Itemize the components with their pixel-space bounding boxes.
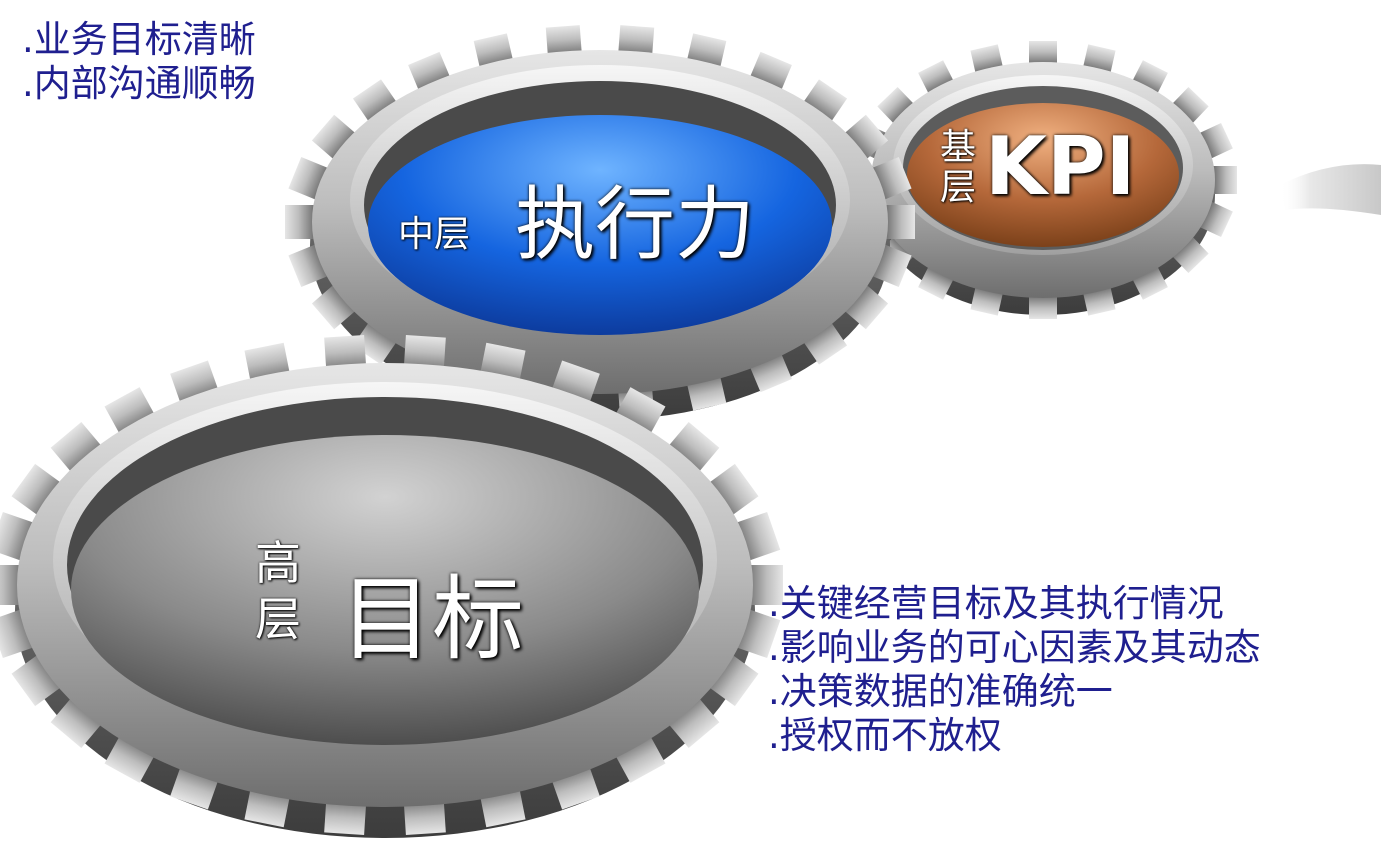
gear-tooth (11, 652, 65, 707)
gear-tooth (311, 114, 357, 161)
middle-gear (285, 25, 915, 420)
gear-tooth (885, 205, 915, 239)
gear-tooth (1171, 86, 1209, 124)
gear-tooth (50, 421, 105, 476)
list-item: .业务目标清晰 (22, 18, 256, 61)
gear-tooth (1029, 295, 1057, 319)
gear-tooth (1082, 285, 1116, 316)
gear-tooth (352, 320, 398, 365)
gear-tooth (1213, 166, 1237, 194)
gear-tooth (311, 283, 357, 330)
gear-tooth (1029, 41, 1057, 65)
gear-tooth (1171, 236, 1209, 274)
list-item: .决策数据的准确统一 (768, 670, 1113, 713)
gear-tooth (802, 79, 848, 124)
gear-tooth (802, 320, 848, 365)
tier-char: 高 (255, 536, 301, 590)
gear-tooth (705, 463, 759, 518)
gear-tooth (970, 285, 1004, 316)
gear-tooth (1082, 44, 1116, 75)
gear-tooth (665, 421, 720, 476)
tier-char: 层 (255, 592, 301, 646)
big-gear-title: 目标 (340, 566, 525, 673)
gear-tooth (545, 25, 582, 58)
bottom-bullet-list: .关键经营目标及其执行情况 .影响业务的可心因素及其动态 .决策数据的准确统一 … (768, 582, 1261, 758)
small-gear-tier-label: 基 层 (940, 128, 976, 208)
gear-tooth (618, 25, 655, 58)
gear-tooth (11, 463, 65, 518)
small-gear-title: KPI (985, 120, 1136, 213)
tier-char: 基 (940, 127, 977, 168)
list-item: .授权而不放权 (768, 714, 1002, 757)
faded-gear-fragment (1280, 164, 1381, 215)
middle-gear-face (368, 115, 832, 335)
gear-tooth (843, 283, 889, 330)
gear-tooth (877, 86, 915, 124)
gear-tooth (747, 565, 783, 605)
big-gear-face (71, 435, 699, 745)
big-gear-tier-label: 高 层 (255, 535, 301, 647)
tier-char: 层 (940, 167, 977, 208)
top-bullet-list: .业务目标清晰 .内部沟通顺畅 (22, 18, 256, 106)
gear-tooth (970, 44, 1004, 75)
gear-tooth (352, 79, 398, 124)
list-item: .内部沟通顺畅 (22, 62, 256, 105)
middle-gear-title: 执行力 (515, 178, 755, 271)
list-item: .影响业务的可心因素及其动态 (768, 626, 1261, 669)
gear-tooth (705, 652, 759, 707)
list-item: .关键经营目标及其执行情况 (768, 582, 1224, 625)
gear-tooth (665, 694, 720, 749)
small-gear-face (907, 103, 1179, 247)
gear-tooth (50, 694, 105, 749)
gear-tooth (843, 114, 889, 161)
middle-gear-tier-label: 中层 (398, 214, 471, 255)
big-gear (0, 335, 783, 838)
gear-tooth (0, 565, 23, 605)
gear-tooth (285, 205, 315, 239)
